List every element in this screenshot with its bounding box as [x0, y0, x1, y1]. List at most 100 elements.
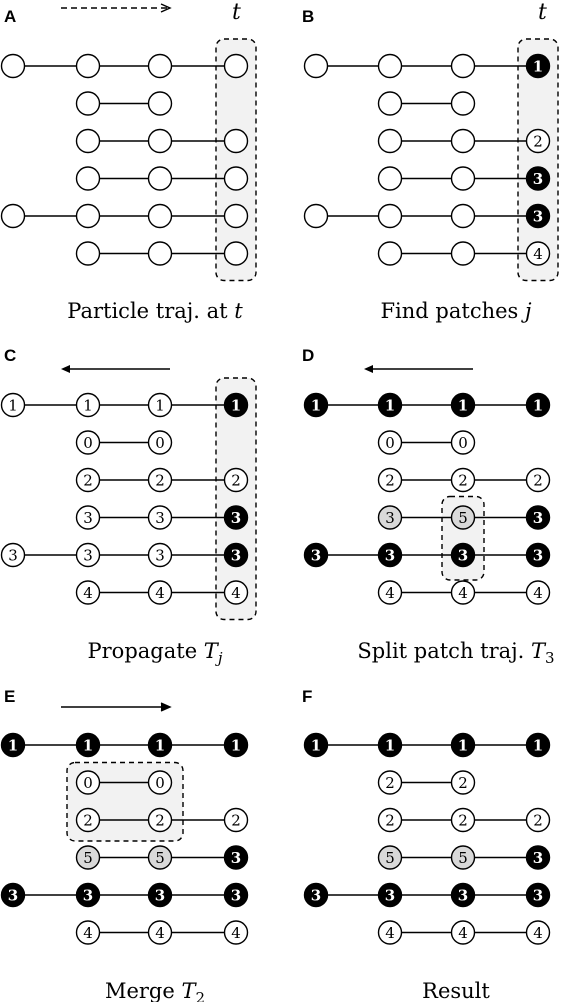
arrow-right-icon	[61, 702, 172, 712]
node-label: 1	[311, 397, 321, 415]
particle-node	[223, 807, 249, 833]
node-label: 1	[385, 737, 395, 755]
trajectory-row	[377, 91, 476, 116]
node-label: 1	[155, 397, 165, 415]
panel-caption: Merge T2	[105, 979, 205, 1002]
trajectory-row	[75, 91, 173, 116]
panel-caption: Split patch traj. T3	[357, 639, 554, 667]
node-label: 3	[533, 849, 543, 867]
caption-part: Particle traj. at	[67, 299, 234, 323]
particle-node	[75, 166, 101, 191]
trajectory-row: 2	[377, 128, 551, 154]
caption-part: j	[521, 299, 532, 323]
node-label: 3	[458, 887, 468, 905]
particle-node	[147, 128, 173, 154]
particle-node	[525, 732, 551, 758]
node-label: 4	[385, 924, 395, 942]
particle-node	[147, 203, 173, 229]
node-label: 2	[533, 812, 543, 830]
node-label: 5	[83, 849, 93, 867]
particle-node	[0, 203, 26, 229]
node-label: 0	[155, 434, 165, 452]
particle-node	[377, 53, 403, 79]
particle-node	[450, 392, 476, 418]
particle-node	[0, 53, 26, 79]
particle-node	[223, 920, 249, 945]
node-label: 3	[533, 547, 543, 565]
particle-node	[525, 53, 551, 79]
node-label: 2	[533, 133, 543, 151]
node-label: 3	[155, 547, 165, 565]
particle-node	[223, 505, 249, 530]
panel-letter: F	[302, 687, 312, 706]
node-label: 3	[155, 509, 165, 527]
trajectory-row	[75, 128, 249, 154]
particle-node	[525, 392, 551, 418]
node-label: 3	[83, 509, 93, 527]
particle-node	[147, 807, 173, 833]
particle-node	[450, 467, 476, 493]
particle-node	[223, 845, 249, 870]
particle-node	[223, 203, 249, 229]
panel-letter: A	[4, 7, 16, 26]
trajectory-row: 3	[303, 203, 551, 229]
panel-letter: D	[302, 346, 314, 365]
particle-node	[377, 770, 403, 795]
node-label: 3	[231, 849, 241, 867]
particle-node	[377, 920, 403, 945]
time-label: t	[538, 0, 547, 25]
particle-node	[450, 203, 476, 229]
particle-node	[525, 882, 551, 908]
particle-node	[75, 580, 101, 605]
particle-node	[450, 580, 476, 605]
particle-node	[525, 203, 551, 229]
panel-letter: E	[4, 687, 15, 706]
particle-node	[147, 770, 173, 795]
panel-caption: Find patches j	[380, 299, 532, 323]
particle-node	[525, 580, 551, 605]
particle-node	[147, 920, 173, 945]
node-label: 4	[83, 924, 93, 942]
particle-node	[377, 807, 403, 833]
particle-node	[377, 91, 403, 116]
caption-part: Find patches	[380, 299, 525, 323]
particle-node	[147, 505, 173, 530]
particle-node	[223, 128, 249, 154]
node-label: 3	[231, 887, 241, 905]
particle-node	[377, 882, 403, 908]
node-label: 2	[385, 472, 395, 490]
caption-part: Split patch traj.	[357, 639, 531, 663]
caption-part: T	[181, 979, 197, 1002]
node-label: 2	[458, 472, 468, 490]
particle-node	[450, 807, 476, 833]
node-label: 1	[8, 737, 18, 755]
node-label: 1	[8, 397, 18, 415]
caption-part: Result	[422, 979, 490, 1002]
caption-part: Propagate	[88, 639, 204, 663]
trajectory-row	[0, 203, 249, 229]
node-label: 1	[533, 58, 543, 76]
node-label: 2	[83, 812, 93, 830]
node-label: 2	[458, 812, 468, 830]
particle-node	[377, 505, 403, 530]
particle-node	[223, 53, 249, 79]
particle-node	[450, 430, 476, 455]
particle-node	[0, 732, 26, 758]
trajectory-row: 1	[303, 53, 551, 79]
particle-node	[75, 920, 101, 945]
node-label: 5	[458, 509, 468, 527]
particle-node	[147, 467, 173, 493]
particle-node	[525, 128, 551, 154]
